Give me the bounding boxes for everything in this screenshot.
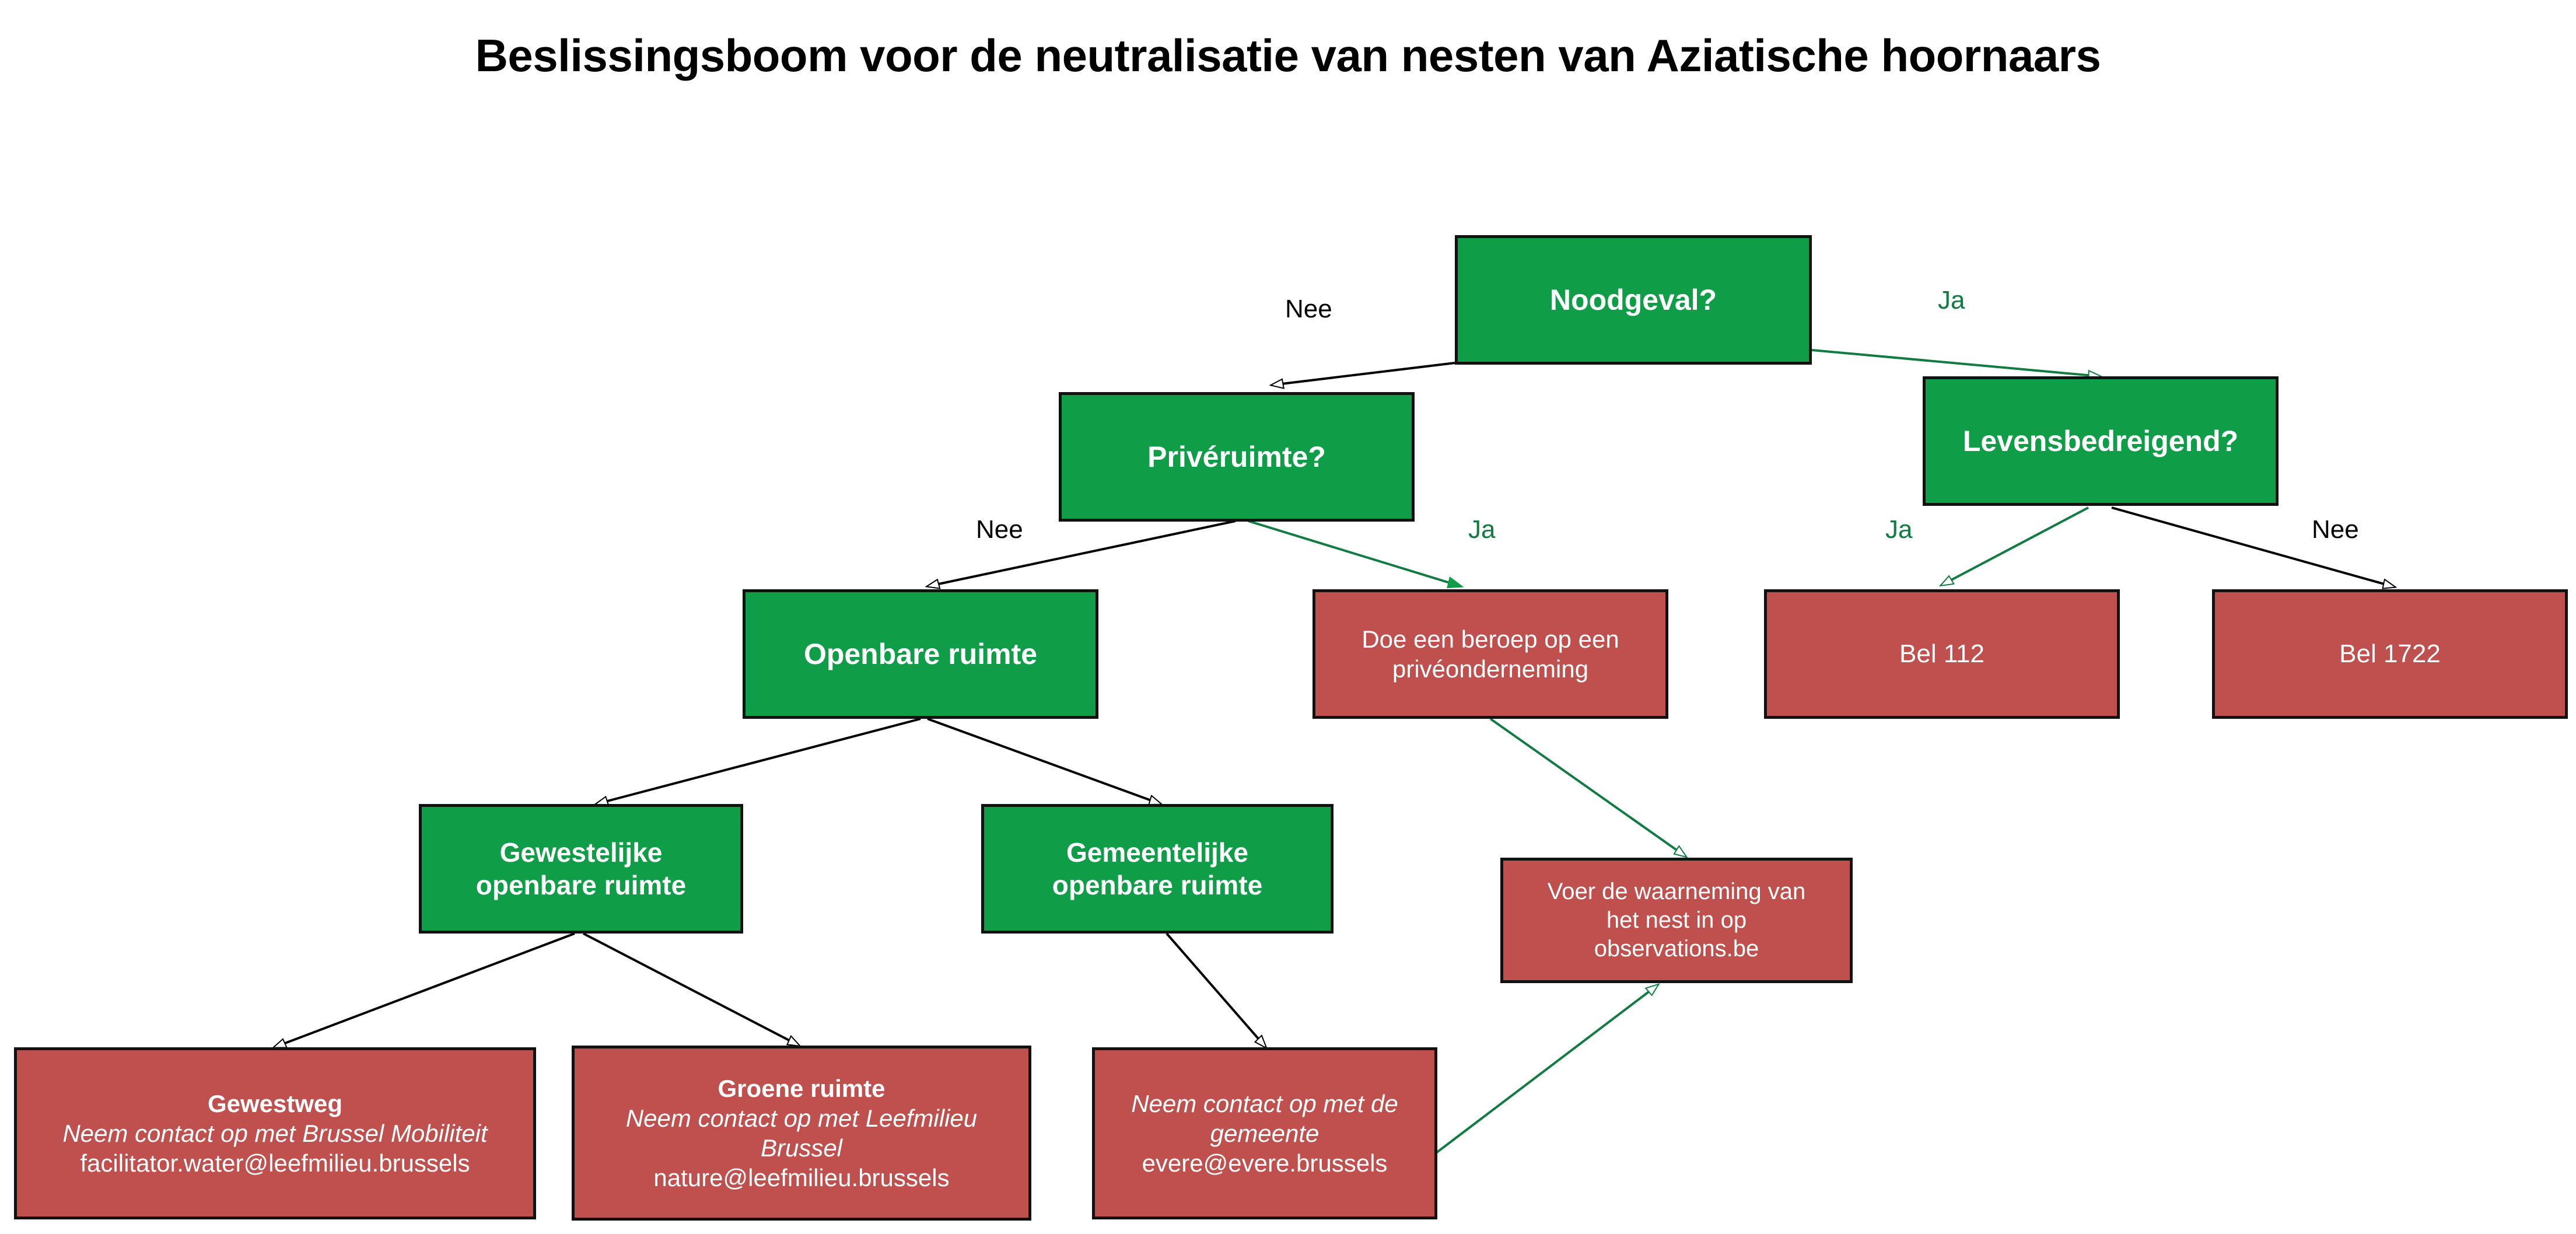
node-prive-onderneming[interactable]: Doe een beroep op een privéonderneming bbox=[1312, 589, 1668, 719]
node-line: Doe een beroep op een bbox=[1362, 625, 1619, 653]
edge-gewestelijke-groene bbox=[583, 932, 799, 1046]
node-gemeente-contact[interactable]: Neem contact op met de gemeente evere@ev… bbox=[1092, 1047, 1437, 1219]
node-line: observations.be bbox=[1594, 935, 1759, 962]
node-line: Bel 112 bbox=[1899, 639, 1985, 669]
node-gemeente-contact-lines: Neem contact op met de gemeente evere@ev… bbox=[1101, 1089, 1429, 1179]
node-levensbedreigend-lines: Levensbedreigend? bbox=[1931, 424, 2270, 459]
edge-noodgeval-priveruimte bbox=[1272, 362, 1455, 385]
node-bel-112[interactable]: Bel 112 bbox=[1764, 589, 2120, 719]
node-line: Noodgeval? bbox=[1549, 283, 1717, 316]
node-openbare-ruimte[interactable]: Openbare ruimte bbox=[743, 589, 1098, 719]
node-gewestweg[interactable]: Gewestweg Neem contact op met Brussel Mo… bbox=[14, 1047, 536, 1219]
edge-label-priveruimte-ja: Ja bbox=[1468, 515, 1496, 544]
edge-gemeente-observations bbox=[1428, 985, 1658, 1159]
node-line: Brussel bbox=[760, 1134, 843, 1162]
edge-noodgeval-levensbedreigend bbox=[1811, 349, 2100, 376]
node-line: Voer de waarneming van bbox=[1547, 879, 1806, 905]
node-line: Openbare ruimte bbox=[803, 637, 1038, 670]
edge-label-noodgeval-ja: Ja bbox=[1938, 286, 1965, 314]
node-gewestelijke-lines: Gewestelijke openbare ruimte bbox=[428, 836, 734, 901]
node-observations-lines: Voer de waarneming van het nest in op ob… bbox=[1509, 878, 1844, 963]
node-prive-onderneming-lines: Doe een beroep op een privéonderneming bbox=[1321, 624, 1660, 684]
edge-label-levensbedreigend-ja: Ja bbox=[1885, 515, 1913, 544]
page-title: Beslissingsboom voor de neutralisatie va… bbox=[475, 30, 2101, 81]
edge-label-levensbedreigend-nee: Nee bbox=[2312, 515, 2359, 544]
node-line: nature@leefmilieu.brussels bbox=[653, 1164, 950, 1192]
node-levensbedreigend[interactable]: Levensbedreigend? bbox=[1923, 376, 2278, 506]
node-line: Neem contact op met Brussel Mobiliteit bbox=[62, 1119, 488, 1147]
node-line: het nest in op bbox=[1606, 907, 1747, 934]
node-line: evere@evere.brussels bbox=[1142, 1149, 1388, 1177]
node-line: Levensbedreigend? bbox=[1962, 424, 2239, 457]
edge-gewestelijke-gewestweg bbox=[274, 932, 575, 1048]
node-gemeentelijke-lines: Gemeentelijke openbare ruimte bbox=[990, 836, 1325, 901]
node-gemeentelijke-openbare-ruimte[interactable]: Gemeentelijke openbare ruimte bbox=[981, 804, 1334, 934]
node-noodgeval[interactable]: Noodgeval? bbox=[1455, 235, 1812, 365]
node-openbare-ruimte-lines: Openbare ruimte bbox=[751, 637, 1090, 672]
node-bel-1722[interactable]: Bel 1722 bbox=[2212, 589, 2568, 719]
edge-label-noodgeval-nee: Nee bbox=[1285, 295, 1332, 323]
node-line: Gewestweg bbox=[207, 1089, 343, 1117]
node-line: openbare ruimte bbox=[1052, 870, 1263, 900]
edge-levensbedreigend-bel112 bbox=[1941, 506, 2089, 585]
node-bel-112-lines: Bel 112 bbox=[1773, 638, 2111, 670]
node-gewestelijke-openbare-ruimte[interactable]: Gewestelijke openbare ruimte bbox=[419, 804, 743, 934]
node-line: gemeente bbox=[1210, 1119, 1320, 1147]
edge-priveruimte-openbare bbox=[928, 520, 1236, 586]
node-line: openbare ruimte bbox=[475, 870, 687, 900]
edge-priveruimte-priveonderneming bbox=[1248, 520, 1461, 586]
node-priveruimte[interactable]: Privéruimte? bbox=[1059, 392, 1415, 522]
node-line: Neem contact op met Leefmilieu bbox=[625, 1104, 978, 1132]
edge-label-priveruimte-nee: Nee bbox=[976, 515, 1023, 544]
edge-priveonderneming-observations bbox=[1489, 718, 1686, 857]
edge-openbare-gewestelijke bbox=[596, 718, 921, 804]
node-line: facilitator.water@leefmilieu.brussels bbox=[80, 1149, 470, 1177]
edge-gemeentelijke-gemeente bbox=[1166, 932, 1266, 1047]
edge-openbare-gemeentelijke bbox=[927, 718, 1161, 804]
node-observations[interactable]: Voer de waarneming van het nest in op ob… bbox=[1500, 858, 1853, 983]
node-groene-ruimte-lines: Groene ruimte Neem contact op met Leefmi… bbox=[580, 1074, 1023, 1193]
node-noodgeval-lines: Noodgeval? bbox=[1464, 282, 1803, 318]
node-line: privéonderneming bbox=[1392, 655, 1589, 683]
node-line: Bel 1722 bbox=[2339, 639, 2441, 669]
node-gewestweg-lines: Gewestweg Neem contact op met Brussel Mo… bbox=[23, 1089, 527, 1179]
node-bel-1722-lines: Bel 1722 bbox=[2221, 638, 2559, 670]
node-line: Gemeentelijke bbox=[1066, 837, 1248, 868]
node-line: Groene ruimte bbox=[718, 1074, 886, 1102]
node-groene-ruimte[interactable]: Groene ruimte Neem contact op met Leefmi… bbox=[572, 1046, 1031, 1221]
node-line: Neem contact op met de bbox=[1131, 1089, 1398, 1117]
node-priveruimte-lines: Privéruimte? bbox=[1068, 439, 1406, 475]
node-line: Gewestelijke bbox=[499, 837, 663, 868]
node-line: Privéruimte? bbox=[1147, 440, 1326, 473]
